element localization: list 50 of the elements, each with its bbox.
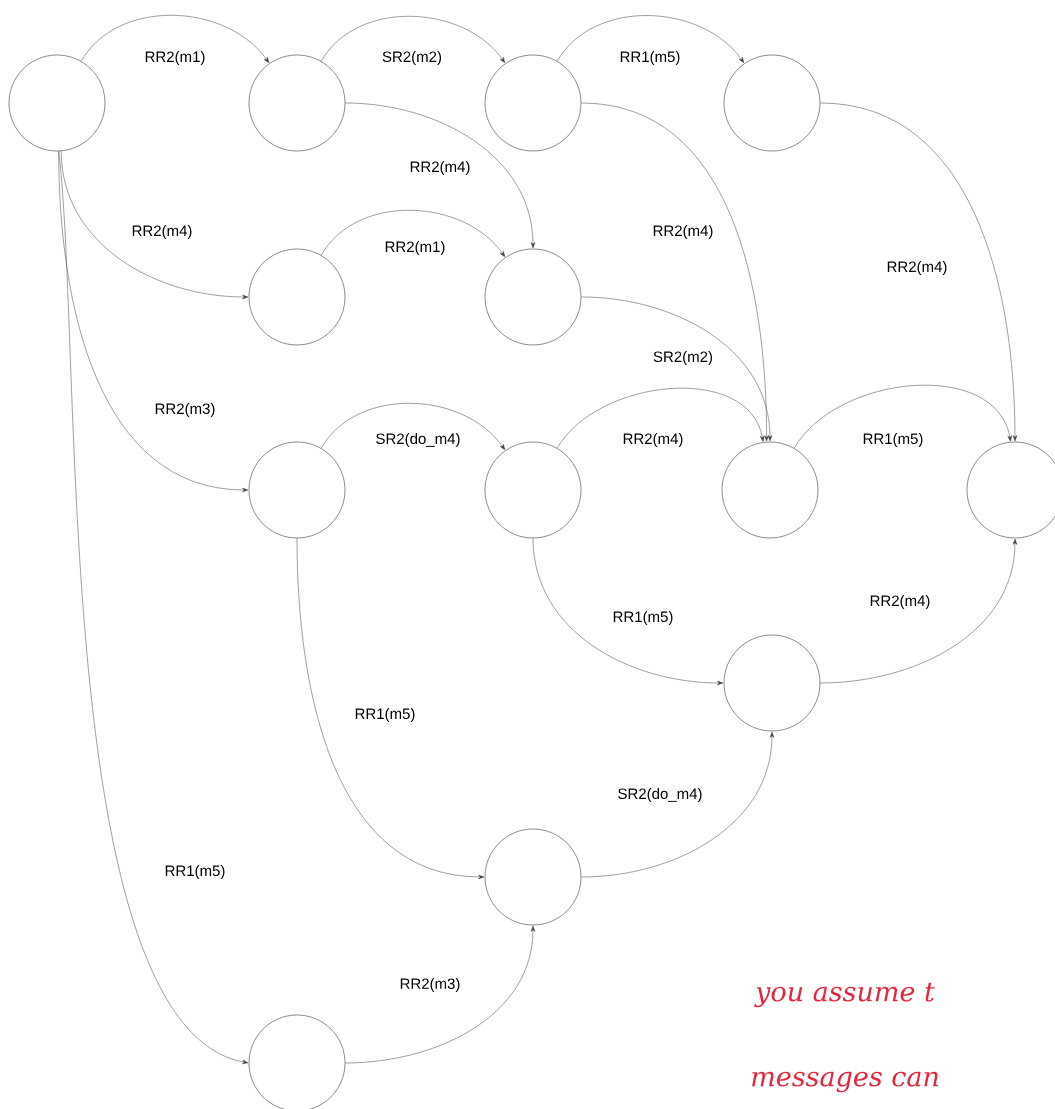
state-circle [248, 248, 346, 346]
edge-label: RR2(m4) [621, 432, 685, 448]
handwritten-note: you assume t [754, 982, 935, 1008]
edge-label: RR1(m5) [861, 432, 925, 448]
arrow [80, 15, 270, 64]
arrow [58, 151, 249, 1065]
arrow [320, 403, 506, 451]
edge-label: RR2(m4) [130, 224, 194, 240]
state-circle [484, 828, 582, 926]
arrow [320, 210, 506, 258]
edge-label: SR2(do_m4) [616, 787, 704, 803]
edge-label: RR1(m5) [163, 864, 227, 880]
arrow [345, 102, 536, 249]
arrow [820, 538, 1018, 684]
arrow [581, 731, 775, 878]
edge-label: RR2(m4) [885, 260, 949, 276]
edge-label: RR2(m1) [143, 50, 207, 66]
state-circle [484, 441, 582, 539]
state-circle [721, 441, 819, 539]
edge-label: RR2(m1) [383, 240, 447, 256]
arrow [320, 16, 506, 64]
state-circle [484, 248, 582, 346]
edge-label: RR2(m4) [408, 160, 472, 176]
edge-label: RR2(m4) [868, 594, 932, 610]
arrow [793, 385, 1012, 449]
arrow [296, 538, 485, 880]
edge-label: RR1(m5) [353, 707, 417, 723]
handwritten-note: messages can [752, 1071, 938, 1093]
edge-label: SR2(do_m4) [374, 432, 462, 448]
edge-label: RR2(m4) [651, 224, 715, 240]
state-circle [484, 54, 582, 152]
edge-label: RR2(m3) [398, 977, 462, 993]
arrow [556, 388, 765, 449]
edge-label: SR2(m2) [381, 50, 443, 66]
arrow [345, 925, 536, 1064]
arrow [820, 102, 1018, 442]
state-circle [723, 634, 821, 732]
arrow [532, 538, 724, 686]
arrow [581, 296, 773, 442]
edge-label: RR1(m5) [611, 610, 675, 626]
arrow [581, 102, 769, 442]
state-circle [248, 54, 346, 152]
edge-label: RR2(m3) [153, 402, 217, 418]
edge-label: SR2(m2) [652, 350, 714, 366]
arrow [556, 15, 745, 64]
state-circle [248, 441, 346, 539]
state-circle [723, 54, 821, 152]
edge-label: RR1(m5) [618, 50, 682, 66]
state-circle [8, 54, 106, 152]
arrow [60, 150, 249, 300]
